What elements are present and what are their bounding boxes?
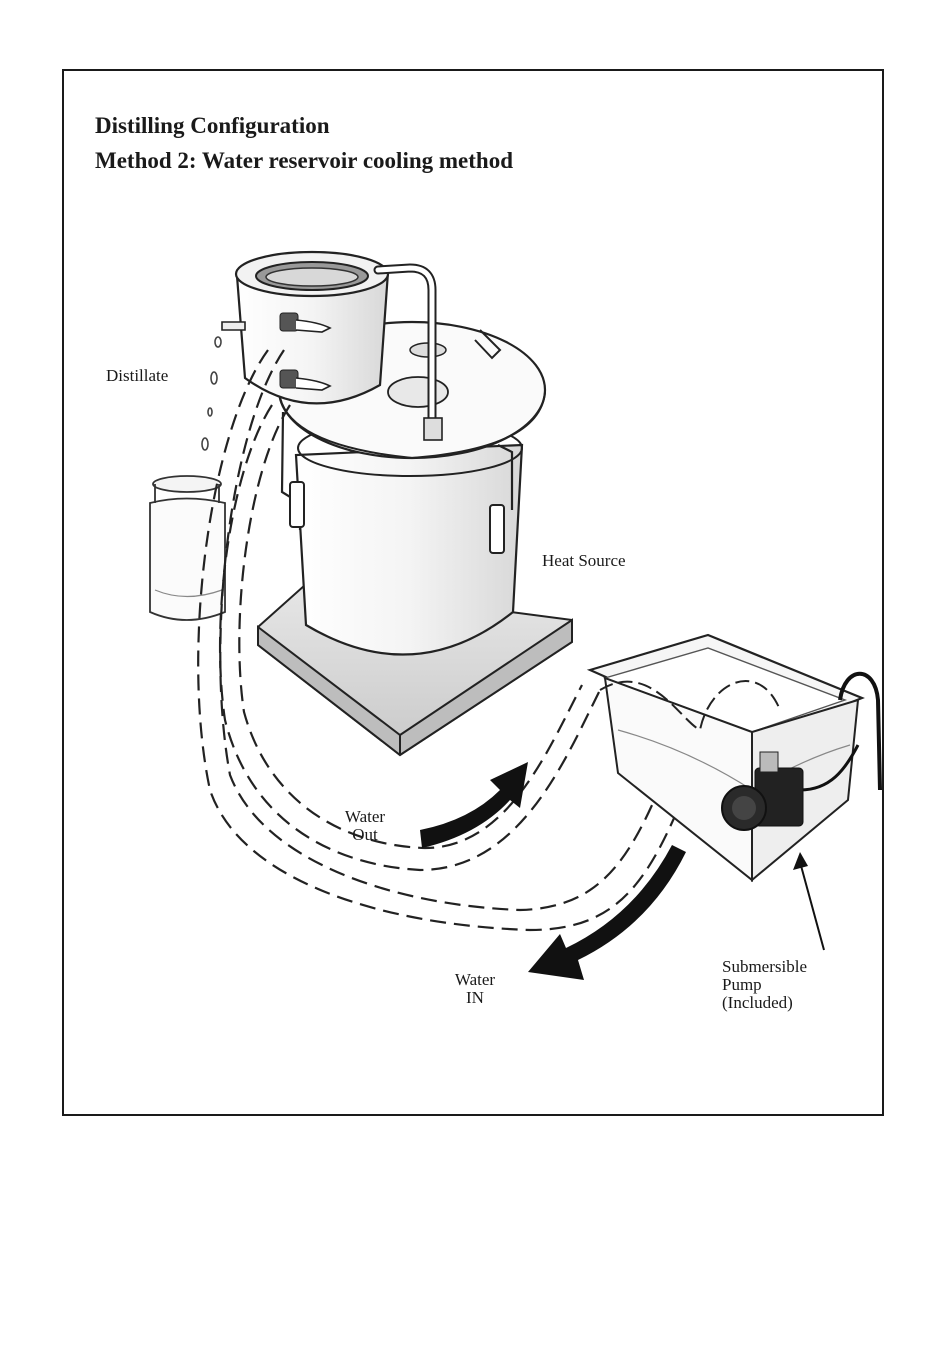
- water-in-label: Water IN: [440, 971, 510, 1007]
- pump-label-line3: (Included): [722, 994, 807, 1012]
- pump-label-line1: Submersible: [722, 958, 807, 976]
- pump-label-line2: Pump: [722, 976, 807, 994]
- water-out-label-line1: Water: [330, 808, 400, 826]
- pump-label: Submersible Pump (Included): [722, 958, 807, 1012]
- distillate-drops: [202, 337, 221, 450]
- distillate-label: Distillate: [106, 367, 168, 385]
- water-out-label-line2: Out: [330, 826, 400, 844]
- water-in-arrow: [528, 845, 686, 980]
- water-in-label-line1: Water: [440, 971, 510, 989]
- pump-pointer-arrow: [793, 852, 824, 950]
- water-out-label: Water Out: [330, 808, 400, 844]
- heat-source-label: Heat Source: [542, 552, 626, 570]
- water-reservoir: [590, 635, 880, 880]
- water-in-label-line2: IN: [440, 989, 510, 1007]
